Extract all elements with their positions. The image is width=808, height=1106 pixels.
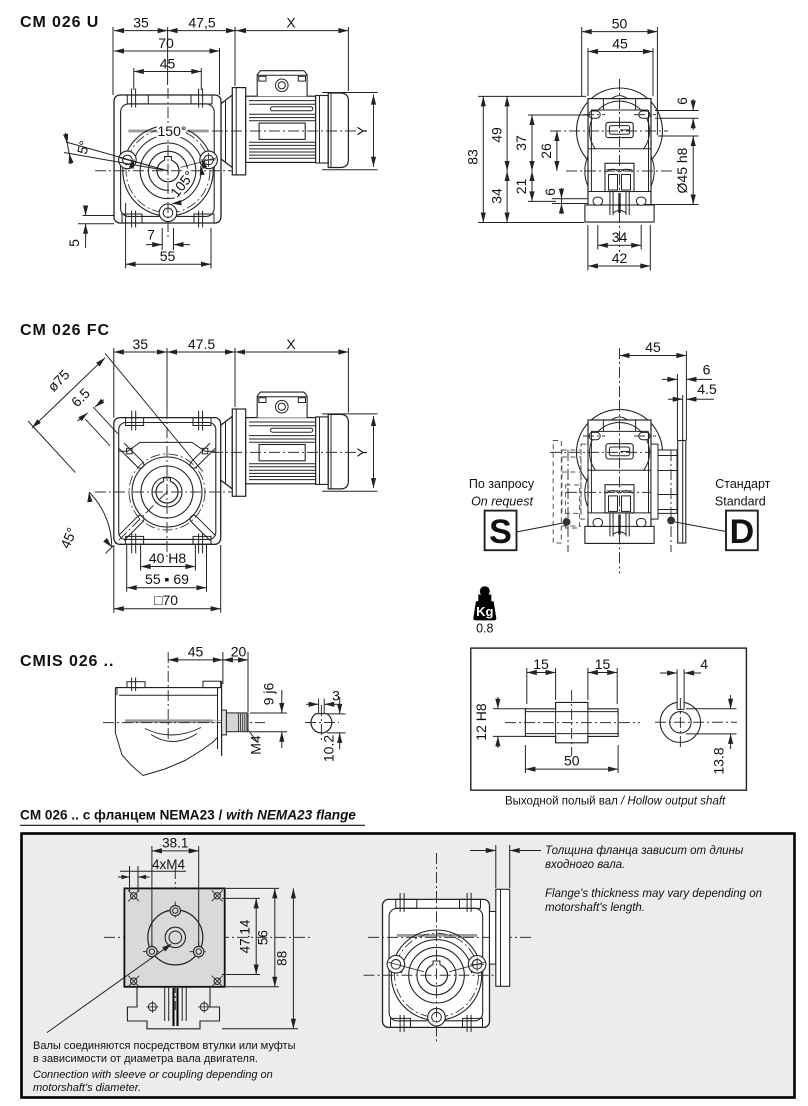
svg-text:49: 49 [488,127,504,143]
svg-text:Y: Y [354,447,370,457]
svg-text:6: 6 [674,97,690,105]
svg-text:45°: 45° [57,525,80,551]
svg-text:CMIS 026 ..: CMIS 026 .. [20,653,114,670]
svg-text:Выходной полый вал / Hollow ou: Выходной полый вал / Hollow output shaft [505,796,726,808]
svg-text:Connection with sleeve or coup: Connection with sleeve or coupling depen… [33,1069,273,1081]
svg-text:55: 55 [160,248,176,264]
svg-text:13.8: 13.8 [711,747,727,774]
svg-text:5: 5 [66,239,82,247]
svg-text:7: 7 [147,227,155,243]
svg-text:По запросу: По запросу [469,477,535,491]
svg-text:M4: M4 [248,735,264,755]
svg-text:в зависимости от диаметра вала: в зависимости от диаметра вала двигателя… [33,1053,258,1065]
svg-text:12 H8: 12 H8 [473,703,489,741]
svg-text:X: X [286,14,296,30]
svg-text:47.14: 47.14 [237,919,252,953]
svg-text:motorshaft's length.: motorshaft's length. [545,902,645,914]
svg-text:5°: 5° [74,139,93,156]
svg-text:motorshaft's diameter.: motorshaft's diameter. [33,1082,141,1094]
svg-text:6: 6 [703,361,711,377]
svg-text:45: 45 [645,339,661,355]
svg-text:15: 15 [533,656,549,672]
svg-text:35: 35 [133,336,149,352]
svg-text:CM 026 FC: CM 026 FC [20,322,110,339]
svg-text:Толщина фланца зависит от длин: Толщина фланца зависит от длины [545,845,744,857]
svg-text:0.8: 0.8 [476,622,493,636]
svg-text:45: 45 [612,35,628,51]
svg-text:4xM4: 4xM4 [152,857,186,872]
svg-text:□70: □70 [154,592,178,608]
svg-text:26: 26 [538,143,554,159]
svg-text:X: X [286,336,296,352]
svg-text:15: 15 [595,656,611,672]
svg-text:55 ▪ 69: 55 ▪ 69 [145,571,189,587]
svg-text:34: 34 [612,229,628,245]
svg-text:47,5: 47,5 [188,14,215,30]
svg-text:40 H8: 40 H8 [149,550,187,566]
svg-text:CM 026 .. с фланцем NEMA23 / w: CM 026 .. с фланцем NEMA23 / with NEMA23… [20,808,356,823]
svg-text:45: 45 [188,643,204,659]
svg-text:45: 45 [160,55,176,71]
svg-text:On request: On request [471,495,533,509]
svg-text:Стандарт: Стандарт [715,477,770,491]
svg-text:38.1: 38.1 [162,836,188,851]
svg-text:Standard: Standard [715,495,766,509]
svg-text:10.2: 10.2 [321,735,337,762]
svg-text:S: S [489,513,512,551]
svg-text:35: 35 [133,14,149,30]
svg-text:50: 50 [612,15,628,31]
svg-text:Flange's thickness may vary de: Flange's thickness may vary depending on [545,888,762,900]
svg-text:88: 88 [274,951,289,966]
svg-text:20: 20 [231,643,247,659]
svg-text:50: 50 [564,753,580,769]
svg-text:37: 37 [513,135,529,151]
svg-text:4: 4 [700,656,708,672]
svg-text:3: 3 [332,688,340,704]
svg-text:56: 56 [256,930,271,945]
svg-text:83: 83 [465,149,481,165]
svg-text:CM 026 U: CM 026 U [20,14,99,31]
svg-text:9 j6: 9 j6 [261,683,277,706]
svg-text:Kg: Kg [476,604,493,619]
svg-text:Ø45 h8: Ø45 h8 [674,147,690,193]
svg-text:47.5: 47.5 [188,336,215,352]
svg-text:21: 21 [513,179,529,195]
svg-text:70: 70 [158,35,174,51]
svg-text:D: D [730,513,755,551]
svg-text:4.5: 4.5 [697,381,717,397]
svg-text:6: 6 [542,188,558,196]
svg-text:Y: Y [354,126,370,136]
svg-text:42: 42 [612,250,628,266]
svg-text:150°: 150° [158,123,187,139]
svg-text:34: 34 [488,188,504,204]
svg-text:Валы соединяются посредством в: Валы соединяются посредством втулки или … [33,1040,296,1052]
svg-text:входного вала.: входного вала. [545,859,625,871]
